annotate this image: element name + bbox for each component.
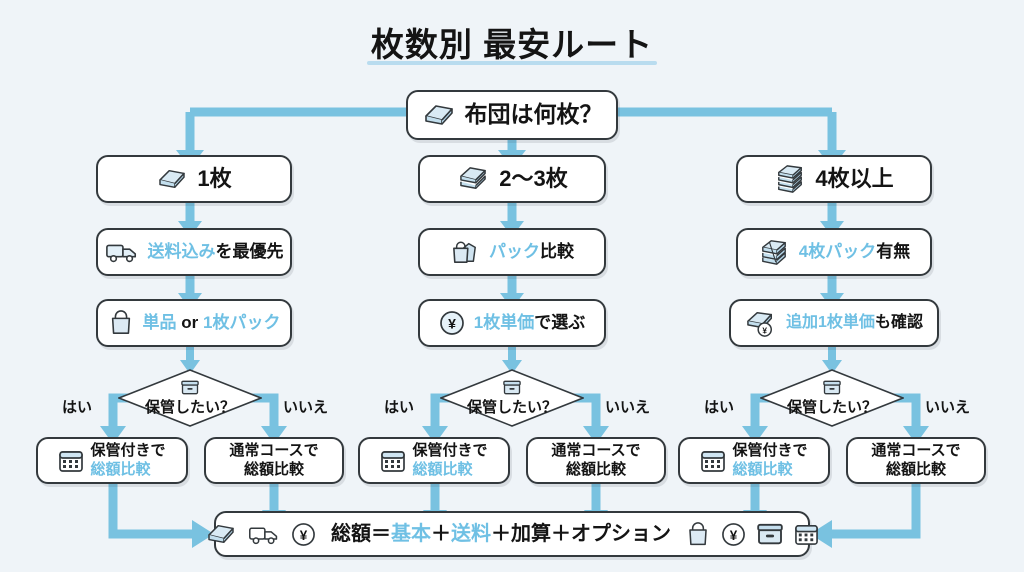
- leaf-no-col1-line1: 通常コースで: [229, 441, 319, 459]
- node-step1-col2-blue: パック: [489, 242, 540, 262]
- svg-text:¥: ¥: [300, 527, 308, 542]
- svg-text:¥: ¥: [448, 316, 456, 332]
- decision-col2[interactable]: 保管したい？: [440, 369, 584, 427]
- node-step1-col2-dark: 比較: [540, 242, 574, 262]
- calendar-icon: [794, 522, 819, 546]
- node-step1-col3[interactable]: 4枚パック有無: [736, 228, 932, 276]
- futon-yen-icon: ¥: [745, 309, 777, 337]
- storage-box-icon: [503, 380, 521, 395]
- node-step2-col3-dark: も確認: [874, 314, 923, 332]
- futon-pack-icon: [758, 238, 790, 266]
- decision-col1-no-label: いいえ: [283, 399, 329, 416]
- decision-col2-yes-label: はい: [384, 399, 415, 416]
- node-step2-col1-blue2: 1枚パック: [202, 313, 281, 333]
- leaf-no-col2[interactable]: 通常コースで 総額比較: [526, 437, 666, 484]
- node-count-1-label: 1枚: [197, 165, 232, 191]
- summary-formula-b2: 送料: [451, 522, 491, 545]
- leaf-no-col3-line1: 通常コースで: [871, 441, 961, 459]
- truck-icon: [105, 240, 139, 264]
- futon-icon: [156, 167, 188, 191]
- node-step2-col3-blue: 追加1枚単価: [786, 314, 875, 332]
- node-step1-col2[interactable]: パック比較: [418, 228, 606, 276]
- node-count-1[interactable]: 1枚: [96, 155, 292, 203]
- node-count-3[interactable]: 4枚以上: [736, 155, 932, 203]
- leaf-yes-col2-line2: 総額比較: [412, 460, 473, 478]
- summary-bar[interactable]: ¥ 総額＝基本＋送料＋加算＋オプション ¥: [208, 511, 818, 557]
- leaf-yes-col1[interactable]: 保管付きで 総額比較: [36, 437, 188, 484]
- title-underline: [367, 61, 657, 65]
- leaf-no-col3[interactable]: 通常コースで 総額比較: [846, 437, 986, 484]
- bag-icon: [108, 310, 134, 336]
- leaf-no-col1[interactable]: 通常コースで 総額比較: [204, 437, 344, 484]
- decision-col3[interactable]: 保管したい？: [760, 369, 904, 427]
- node-step1-col1-dark: を最優先: [215, 242, 284, 262]
- storage-box-icon: [823, 380, 841, 395]
- futon-stack2-icon: [456, 166, 490, 192]
- leaf-yes-col2[interactable]: 保管付きで 総額比較: [358, 437, 510, 484]
- page-title: 枚数別 最安ルート: [370, 26, 654, 63]
- leaf-yes-col2-line1: 保管付きで: [412, 441, 488, 459]
- bags-icon: [450, 239, 480, 265]
- leaf-no-col2-line2: 総額比較: [565, 460, 626, 478]
- node-step2-col2-dark: で選ぶ: [534, 313, 586, 333]
- yen-circle-icon: ¥: [291, 522, 316, 547]
- node-count-2[interactable]: 2〜3枚: [418, 155, 606, 203]
- node-step2-col1-dark: or: [176, 313, 203, 333]
- summary-formula-t1: 総額＝: [331, 522, 391, 545]
- node-count-3-label: 4枚以上: [815, 165, 894, 191]
- node-root-question[interactable]: 布団は何枚？: [406, 90, 618, 140]
- node-step1-col1[interactable]: 送料込みを最優先: [96, 228, 292, 276]
- leaf-yes-col3-line1: 保管付きで: [732, 441, 808, 459]
- calendar-icon: [58, 448, 84, 473]
- bag-icon: [686, 521, 710, 547]
- leaf-no-col3-line2: 総額比較: [885, 460, 946, 478]
- decision-col3-no-label: いいえ: [925, 399, 971, 416]
- summary-formula-b1: 基本: [391, 522, 431, 545]
- node-step1-col1-blue: 送料込み: [147, 242, 216, 262]
- node-step2-col1[interactable]: 単品 or 1枚パック: [96, 299, 292, 347]
- futon-icon: [205, 522, 237, 546]
- node-step1-col3-dark: 有無: [876, 242, 911, 262]
- storage-box-icon: [757, 523, 783, 545]
- svg-text:¥: ¥: [762, 325, 767, 335]
- yen-circle-icon: ¥: [721, 522, 746, 547]
- node-count-2-label: 2〜3枚: [499, 165, 568, 191]
- node-root-label: 布団は何枚？: [464, 101, 603, 128]
- leaf-yes-col1-line1: 保管付きで: [90, 441, 166, 459]
- node-step1-col3-blue: 4枚パック: [798, 242, 877, 262]
- leaf-no-col2-line1: 通常コースで: [551, 441, 641, 459]
- leaf-yes-col1-line2: 総額比較: [90, 460, 151, 478]
- decision-col3-yes-label: はい: [704, 399, 735, 416]
- leaf-yes-col3[interactable]: 保管付きで 総額比較: [678, 437, 830, 484]
- decision-col1[interactable]: 保管したい？: [118, 369, 262, 427]
- truck-icon: [248, 523, 280, 546]
- futon-stack4-icon: [774, 164, 806, 194]
- node-step2-col2[interactable]: ¥ 1枚単価で選ぶ: [418, 299, 606, 347]
- summary-formula-t2: ＋: [431, 522, 451, 545]
- node-step2-col3[interactable]: ¥ 追加1枚単価も確認: [729, 299, 939, 347]
- futon-icon: [422, 102, 456, 128]
- node-step2-col2-blue: 1枚単価: [473, 313, 535, 333]
- decision-col2-no-label: いいえ: [605, 399, 651, 416]
- calendar-icon: [380, 448, 406, 473]
- decision-col2-label: 保管したい？: [466, 398, 557, 416]
- node-step2-col1-blue: 単品: [142, 313, 177, 333]
- decision-col1-label: 保管したい？: [144, 398, 235, 416]
- yen-circle-icon: ¥: [439, 310, 465, 336]
- svg-text:¥: ¥: [730, 527, 738, 542]
- leaf-no-col1-line2: 総額比較: [243, 460, 304, 478]
- leaf-yes-col3-line2: 総額比較: [732, 460, 793, 478]
- decision-col3-label: 保管したい？: [786, 398, 877, 416]
- summary-formula-t3: ＋加算＋オプション: [491, 522, 671, 545]
- decision-col1-yes-label: はい: [62, 399, 93, 416]
- calendar-icon: [700, 448, 726, 473]
- storage-box-icon: [181, 380, 199, 395]
